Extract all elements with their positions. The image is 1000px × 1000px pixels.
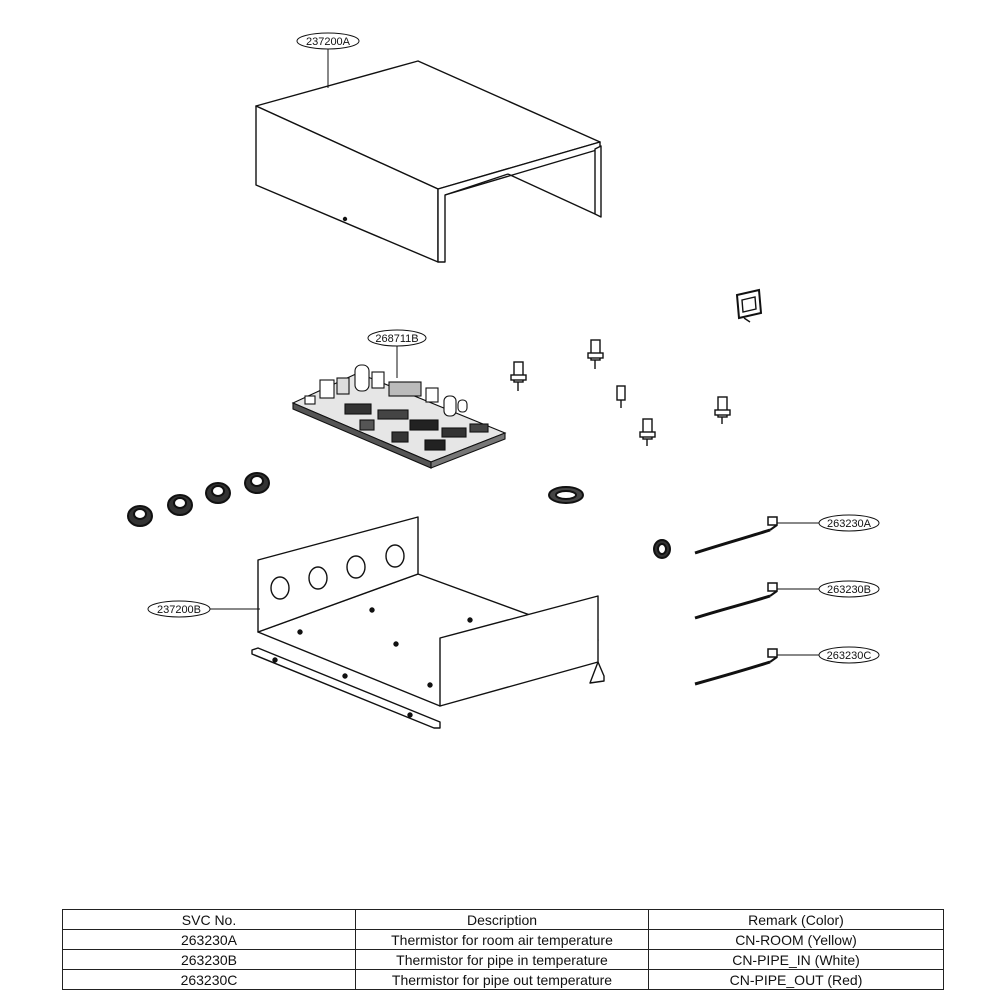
grommet-large	[548, 486, 584, 504]
thermistor-c	[694, 648, 778, 686]
callout-label: 268711B	[375, 333, 418, 345]
table-cell-svc-no: 263230C	[62, 969, 356, 990]
callout-top-cover: 237200A	[296, 32, 360, 88]
callout-label: 263230A	[827, 518, 872, 530]
bushing-1	[127, 505, 153, 527]
callout-thermistor-b: 263230B	[777, 580, 880, 598]
table-row: 263230B Thermistor for pipe in temperatu…	[62, 949, 944, 970]
callout-thermistor-a: 263230A	[777, 514, 880, 532]
column-header-svc-no: SVC No.	[62, 909, 356, 930]
table-header-row: SVC No. Description Remark (Color)	[62, 909, 944, 930]
callout-label: 263230B	[827, 584, 871, 596]
table-cell-svc-no: 263230A	[62, 929, 356, 950]
table-cell-svc-no: 263230B	[62, 949, 356, 970]
parts-table: SVC No. Description Remark (Color) 26323…	[62, 909, 944, 990]
table-cell-description: Thermistor for room air temperature	[355, 929, 649, 950]
table-cell-remark: CN-PIPE_OUT (Red)	[648, 969, 944, 990]
bushing-2	[167, 494, 193, 516]
table-row: 263230C Thermistor for pipe out temperat…	[62, 969, 944, 990]
table-row: 263230A Thermistor for room air temperat…	[62, 929, 944, 950]
callout-label: 237200B	[157, 604, 201, 616]
clip-5	[714, 396, 731, 424]
callout-label: 263230C	[827, 650, 872, 662]
clip-3	[616, 385, 626, 408]
callout-pcb: 268711B	[367, 329, 427, 378]
table-cell-description: Thermistor for pipe in temperature	[355, 949, 649, 970]
pcb-board	[291, 364, 507, 469]
thermistor-a	[694, 516, 778, 555]
clip-bracket	[735, 288, 763, 323]
column-header-description: Description	[355, 909, 649, 930]
support-clips	[510, 288, 763, 446]
callout-bottom-case: 237200B	[147, 600, 260, 618]
top-cover	[255, 60, 602, 263]
exploded-parts-diagram: 237200A 268711B 237200B 263230A 263230B …	[127, 32, 880, 729]
bushing-3	[205, 482, 231, 504]
callout-label: 237200A	[306, 36, 351, 48]
thermistor-b	[694, 582, 778, 620]
bottom-case	[251, 516, 605, 729]
grommet-small	[653, 539, 671, 559]
cable-bushings	[127, 472, 671, 559]
column-header-remark: Remark (Color)	[648, 909, 944, 930]
table-cell-remark: CN-PIPE_IN (White)	[648, 949, 944, 970]
table-cell-description: Thermistor for pipe out temperature	[355, 969, 649, 990]
table-cell-remark: CN-ROOM (Yellow)	[648, 929, 944, 950]
callout-thermistor-c: 263230C	[777, 646, 880, 664]
clip-1	[510, 361, 527, 391]
clip-2	[587, 339, 604, 369]
bushing-4	[244, 472, 270, 494]
clip-4	[639, 418, 656, 446]
